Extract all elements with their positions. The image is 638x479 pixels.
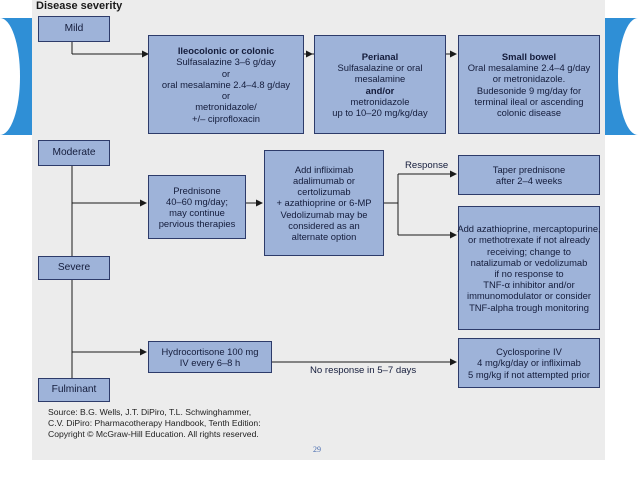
small-bowel-line: or metronidazole. <box>492 73 566 85</box>
ileocolonic-line: or <box>221 90 231 102</box>
add-aza-line: or methotrexate if not already <box>468 234 590 246</box>
infliximab-line: adalimumab or <box>292 174 355 186</box>
severity-moderate: Moderate <box>38 140 110 166</box>
hydrocortisone-line: IV every 6–8 h <box>179 357 241 368</box>
severity-mild-label: Mild <box>64 23 84 35</box>
ileocolonic-box: Ileocolonic or colonic Sulfasalazine 3–6… <box>148 35 304 134</box>
taper-box: Taper prednisone after 2–4 weeks <box>458 155 600 195</box>
severity-fulminant-label: Fulminant <box>51 384 97 396</box>
add-azathioprine-box: Add azathioprine, mercaptopurine, or met… <box>457 206 601 330</box>
perianal-line: up to 10–20 mg/kg/day <box>332 106 428 118</box>
prednisone-box: Prednisone 40–60 mg/day; may continue pe… <box>148 175 246 239</box>
cyclosporine-box: Cyclosporine IV 4 mg/kg/day or inflixima… <box>458 338 600 388</box>
perianal-box: Perianal Sulfasalazine or oral mesalamin… <box>314 35 446 134</box>
severity-mild: Mild <box>38 16 110 42</box>
response-label: Response <box>405 160 449 171</box>
add-aza-line: natalizumab or vedolizumab <box>470 256 588 268</box>
perianal-heading: Perianal <box>361 50 399 62</box>
source-citation: Source: B.G. Wells, J.T. DiPiro, T.L. Sc… <box>48 407 261 440</box>
infliximab-line: + azathioprine or 6-MP <box>276 197 372 209</box>
small-bowel-line: colonic disease <box>496 106 562 118</box>
add-aza-line: if no response to <box>494 268 564 279</box>
prednisone-line: 40–60 mg/day; <box>165 195 229 207</box>
cyclosporine-line: 4 mg/kg/day or infliximab <box>477 357 581 369</box>
infliximab-line: Add infliximab <box>294 163 354 175</box>
add-aza-line: Add azathioprine, mercaptopurine, <box>457 223 601 235</box>
accent-curve-right <box>618 18 638 135</box>
accent-curve-left <box>0 18 20 135</box>
severity-severe: Severe <box>38 256 110 280</box>
perianal-connector: and/or <box>365 84 395 96</box>
ileocolonic-line: metronidazole/ <box>195 101 257 113</box>
cyclosporine-line: Cyclosporine IV <box>496 346 562 358</box>
hydrocortisone-line: Hydrocortisone 100 mg <box>161 345 259 357</box>
ileocolonic-line: or <box>221 67 231 79</box>
taper-line: after 2–4 weeks <box>495 175 563 186</box>
add-aza-line: immunomodulator or consider <box>466 290 591 302</box>
severity-fulminant: Fulminant <box>38 378 110 402</box>
small-bowel-line: terminal ileal or ascending <box>474 95 584 107</box>
ileocolonic-heading: Ileocolonic or colonic <box>177 45 275 57</box>
prednisone-line: pervious therapies <box>158 218 236 230</box>
ileocolonic-line: +/– ciprofloxacin <box>191 112 260 124</box>
page-number: 29 <box>313 445 321 454</box>
diagram-title: Disease severity <box>36 0 123 12</box>
cyclosporine-line: 5 mg/kg if not attempted prior <box>468 368 590 380</box>
add-aza-line: TNF-alpha trough monitoring <box>469 301 589 313</box>
source-line: Copyright © McGraw-Hill Education. All r… <box>48 429 259 439</box>
perianal-line: Sulfasalazine or oral <box>337 62 423 74</box>
source-line: C.V. DiPiro: Pharmacotherapy Handbook, T… <box>48 418 261 428</box>
source-line: Source: B.G. Wells, J.T. DiPiro, T.L. Sc… <box>48 407 252 417</box>
ileocolonic-line: Sulfasalazine 3–6 g/day <box>176 56 276 68</box>
no-response-label: No response in 5–7 days <box>310 365 417 376</box>
hydrocortisone-box: Hydrocortisone 100 mg IV every 6–8 h <box>148 341 272 373</box>
infliximab-line: certolizumab <box>297 186 351 198</box>
perianal-line: metronidazole <box>350 95 410 107</box>
severity-severe-label: Severe <box>57 262 91 274</box>
add-aza-line: TNF-α inhibitor and/or <box>483 279 575 291</box>
add-aza-line: receiving; change to <box>487 245 571 257</box>
perianal-line: mesalamine <box>354 73 406 85</box>
small-bowel-line: Oral mesalamine 2.4–4 g/day <box>467 62 591 74</box>
small-bowel-line: Budesonide 9 mg/day for <box>476 84 582 96</box>
small-bowel-heading: Small bowel <box>501 50 557 62</box>
ileocolonic-line: oral mesalamine 2.4–4.8 g/day <box>161 78 291 90</box>
infliximab-line: considered as an <box>288 219 360 231</box>
prednisone-line: may continue <box>169 207 225 218</box>
taper-line: Taper prednisone <box>492 163 566 175</box>
infliximab-box: Add infliximab adalimumab or certolizuma… <box>264 150 384 256</box>
prednisone-line: Prednisone <box>173 184 221 196</box>
infliximab-line: Vedolizumab may be <box>280 208 368 220</box>
infliximab-line: alternate option <box>291 231 357 242</box>
severity-moderate-label: Moderate <box>52 147 96 159</box>
small-bowel-box: Small bowel Oral mesalamine 2.4–4 g/day … <box>458 35 600 134</box>
